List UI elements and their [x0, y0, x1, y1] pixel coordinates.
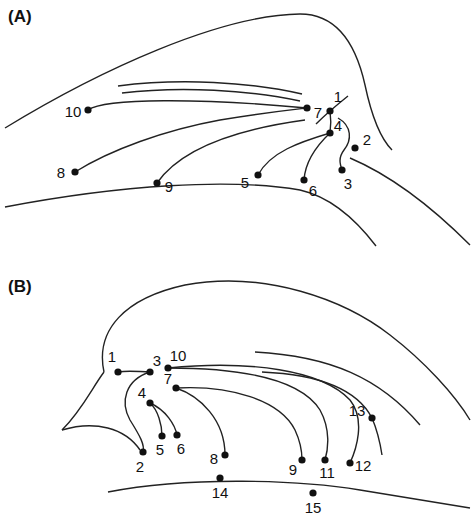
callout-number: 6	[177, 441, 185, 456]
callout-number: 3	[344, 176, 352, 191]
callout-number: 4	[138, 385, 146, 400]
callout-number: 14	[212, 485, 229, 500]
callout-number: 6	[309, 183, 317, 198]
tract-line	[176, 388, 302, 460]
callout-number: 11	[319, 465, 335, 480]
tract-line	[150, 403, 162, 436]
outer-contour	[102, 281, 470, 420]
callout-number: 1	[108, 349, 116, 364]
callout-number: 9	[165, 179, 173, 194]
lower-contour	[62, 426, 140, 450]
callout-number: 10	[65, 104, 82, 119]
tract-line	[304, 133, 330, 180]
tract-line	[168, 365, 359, 463]
callout-number: 13	[349, 403, 366, 418]
callout-number: 8	[57, 165, 65, 180]
callout-number: 10	[170, 348, 187, 363]
panel-label: (B)	[8, 278, 32, 295]
tract-line	[176, 388, 225, 455]
tract-line	[150, 403, 177, 435]
landmark-dots	[114, 364, 375, 496]
tract-line	[168, 368, 328, 460]
landmark-dots	[71, 104, 358, 186]
callout-number: 2	[136, 459, 144, 474]
lower-contour	[5, 184, 376, 246]
tract-line	[88, 101, 307, 110]
callout-number: 7	[314, 105, 322, 120]
callout-number: 7	[164, 371, 172, 386]
panel-label: (A)	[8, 8, 32, 25]
inner-line	[118, 82, 302, 94]
tract-line	[75, 108, 307, 172]
outer-contour	[62, 372, 104, 430]
outer-contour	[5, 14, 392, 150]
outer-contour	[350, 158, 470, 245]
callout-number: 3	[153, 353, 161, 368]
callout-number: 9	[289, 462, 297, 477]
callout-number: 15	[305, 499, 322, 514]
callout-number: 12	[355, 458, 372, 473]
tract-line	[125, 372, 150, 452]
inner-line	[122, 90, 300, 101]
callout-number: 8	[210, 451, 218, 466]
callout-number: 1	[334, 89, 342, 104]
tract-line	[262, 372, 382, 455]
callout-number: 5	[156, 442, 164, 457]
tract-line	[258, 133, 330, 175]
lower-contour	[108, 481, 470, 508]
callout-number: 4	[334, 118, 342, 133]
callout-number: 5	[241, 175, 249, 190]
inner-line	[255, 352, 420, 425]
tract-line	[118, 370, 150, 372]
callout-number: 2	[363, 132, 371, 147]
